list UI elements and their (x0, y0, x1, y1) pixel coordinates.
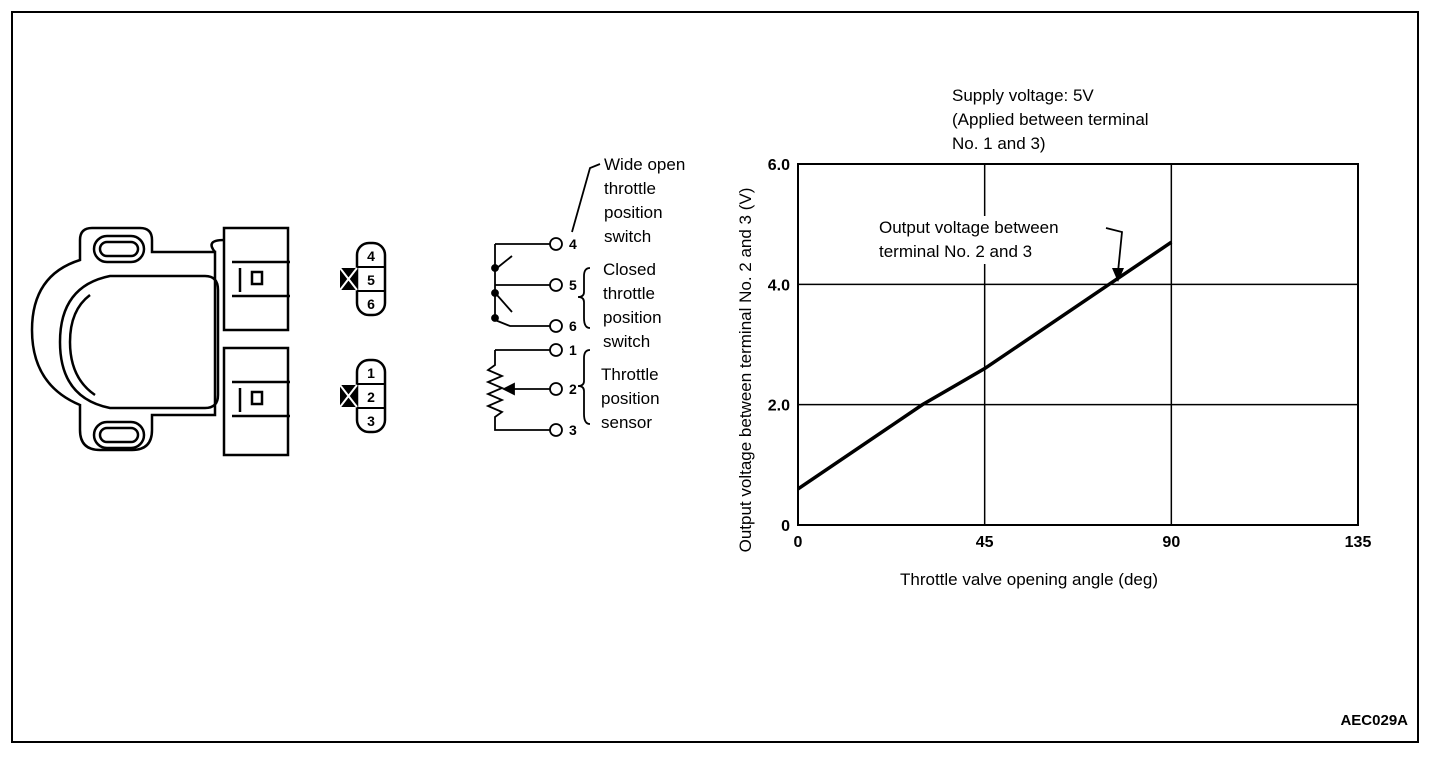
annotation-arrowhead (1112, 268, 1124, 282)
label-line: position (601, 389, 660, 408)
wide-open-switch-label: Wide open throttle position switch (604, 153, 685, 249)
figure-reference: AEC029A (1340, 712, 1408, 729)
y-tick-label: 0 (781, 518, 790, 535)
label-line: switch (603, 332, 651, 351)
x-tick-label: 135 (1345, 534, 1372, 551)
terminal-number: 4 (569, 236, 577, 252)
output-voltage-line (797, 240, 1173, 491)
upper-pin-label: 4 (367, 248, 375, 264)
label-line: position (603, 308, 662, 327)
schematic (485, 163, 601, 437)
y-axis-label: Output voltage between terminal No. 2 an… (736, 187, 755, 553)
x-tick-label: 90 (1162, 534, 1180, 551)
x-axis-label: Throttle valve opening angle (deg) (900, 570, 1158, 589)
plot-area (797, 163, 1359, 526)
supply-voltage-note: Supply voltage: 5V (Applied between term… (952, 84, 1149, 156)
x-tick-label: 45 (976, 534, 994, 551)
sensor-label: Throttle position sensor (601, 363, 660, 435)
note-line: (Applied between terminal (952, 110, 1149, 129)
label-line: position (604, 203, 663, 222)
sensor-body (30, 226, 290, 457)
label-line: switch (604, 227, 652, 246)
connector-lower: 1 2 3 (339, 358, 387, 434)
label-line: throttle (603, 284, 655, 303)
terminal-number: 3 (569, 422, 577, 438)
label-line: Closed (603, 260, 656, 279)
upper-pin-label: 5 (367, 272, 375, 288)
upper-pin-label: 6 (367, 296, 375, 312)
annotation-line: Output voltage between (879, 218, 1059, 237)
closed-switch-label: Closed throttle position switch (603, 258, 662, 354)
note-line: Supply voltage: 5V (952, 86, 1094, 105)
terminal-number: 1 (569, 342, 577, 358)
note-line: No. 1 and 3) (952, 134, 1046, 153)
figure-frame (11, 11, 1419, 743)
label-line: sensor (601, 413, 653, 432)
lower-pin-label: 2 (367, 389, 375, 405)
voltage-chart: 0 45 90 135 0 2.0 4.0 6.0 (768, 157, 1372, 551)
output-voltage-annotation: Output voltage between terminal No. 2 an… (875, 216, 1063, 264)
y-tick-label: 6.0 (768, 157, 790, 174)
terminal-number: 6 (569, 318, 577, 334)
terminal-number: 5 (569, 277, 577, 293)
label-line: Wide open (604, 155, 686, 174)
label-line: throttle (604, 179, 656, 198)
y-tick-label: 4.0 (768, 277, 790, 294)
lower-pin-label: 3 (367, 413, 375, 429)
annotation-leader (1105, 227, 1123, 273)
label-line: Throttle (601, 365, 659, 384)
x-tick-label: 0 (794, 534, 803, 551)
y-tick-label: 2.0 (768, 398, 790, 415)
lower-pin-label: 1 (367, 365, 375, 381)
annotation-line: terminal No. 2 and 3 (879, 242, 1033, 261)
terminal-number: 2 (569, 381, 577, 397)
connector-upper: 4 5 6 (339, 241, 387, 317)
terminal-numbers: 4 5 6 1 2 3 (569, 236, 577, 438)
